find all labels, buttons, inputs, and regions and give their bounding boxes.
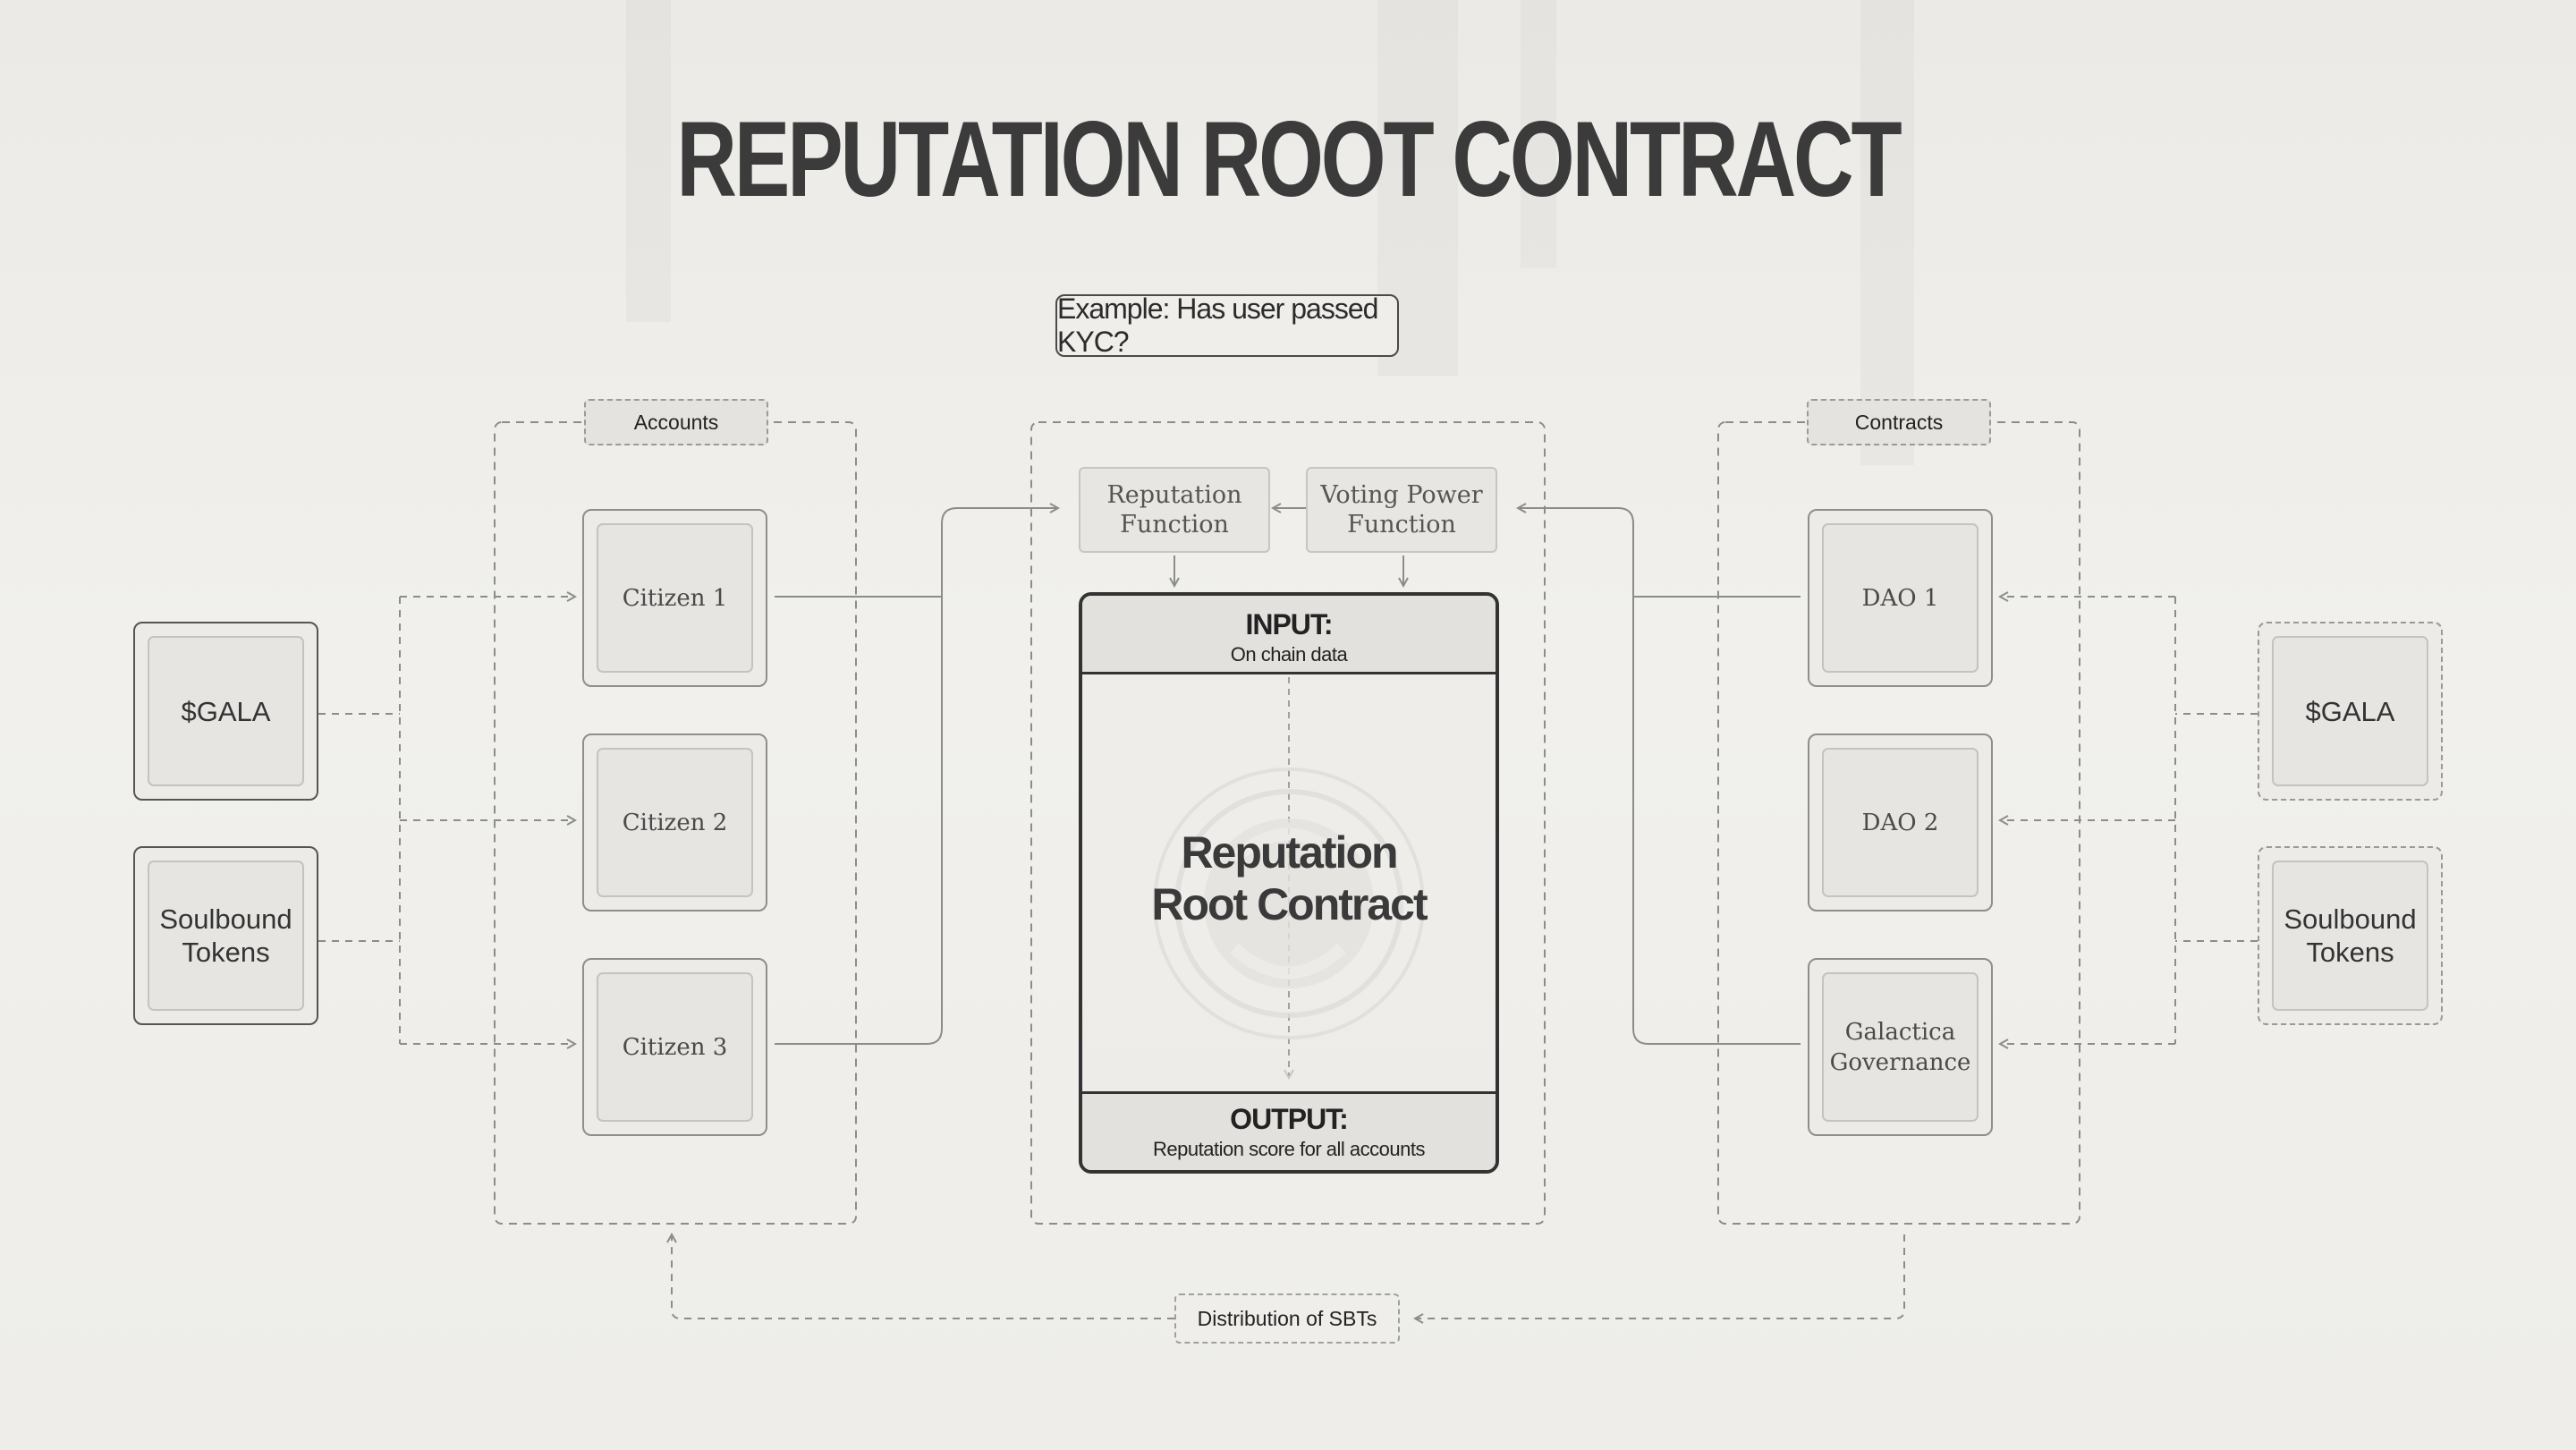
reputation-function-box: Reputation Function <box>1079 467 1270 553</box>
input-subtitle: On chain data <box>1230 643 1348 666</box>
example-question-box: Example: Has user passed KYC? <box>1055 293 1399 358</box>
citizen-1-label: Citizen 1 <box>597 523 753 673</box>
left-soulbound-tokens-box: Soulbound Tokens <box>133 846 318 1025</box>
right-gala-token-label: $GALA <box>2272 636 2428 786</box>
citizen-2-label: Citizen 2 <box>597 748 753 897</box>
left-gala-token-box: $GALA <box>133 622 318 801</box>
core-contract-label: Reputation Root Contract <box>1151 827 1428 929</box>
dao-2-box: DAO 2 <box>1808 733 1993 912</box>
galactica-governance-label: Galactica Governance <box>1822 972 1979 1122</box>
dao-1-label: DAO 1 <box>1822 523 1979 673</box>
galactica-governance-box: Galactica Governance <box>1808 958 1993 1136</box>
page-title: REPUTATION ROOT CONTRACT <box>676 99 1902 219</box>
dao-2-label: DAO 2 <box>1822 748 1979 897</box>
output-subtitle: Reputation score for all accounts <box>1153 1138 1425 1160</box>
citizen-3-box: Citizen 3 <box>582 958 767 1136</box>
background-streak <box>1521 0 1556 268</box>
left-gala-token-label: $GALA <box>148 636 304 786</box>
background-streak <box>626 0 671 322</box>
voting-power-function-box: Voting Power Function <box>1306 467 1497 553</box>
background-streak <box>1860 0 1914 465</box>
citizen-1-box: Citizen 1 <box>582 509 767 687</box>
reputation-root-contract-core: INPUT: On chain data Reputation Root Con… <box>1079 592 1499 1174</box>
citizen-3-label: Citizen 3 <box>597 972 753 1122</box>
input-section: INPUT: On chain data <box>1082 596 1496 674</box>
distribution-of-sbts-tag: Distribution of SBTs <box>1174 1293 1400 1344</box>
accounts-group-tag: Accounts <box>584 399 768 445</box>
output-title: OUTPUT: <box>1230 1103 1349 1135</box>
citizen-2-box: Citizen 2 <box>582 733 767 912</box>
left-soulbound-tokens-label: Soulbound Tokens <box>148 861 304 1011</box>
right-soulbound-tokens-label: Soulbound Tokens <box>2272 861 2428 1011</box>
dao-1-box: DAO 1 <box>1808 509 1993 687</box>
right-soulbound-tokens-box: Soulbound Tokens <box>2258 846 2443 1025</box>
right-gala-token-box: $GALA <box>2258 622 2443 801</box>
center-group-frame <box>1030 421 1546 1225</box>
input-title: INPUT: <box>1245 608 1333 640</box>
contracts-group-tag: Contracts <box>1807 399 1991 445</box>
output-section: OUTPUT: Reputation score for all account… <box>1082 1091 1496 1170</box>
